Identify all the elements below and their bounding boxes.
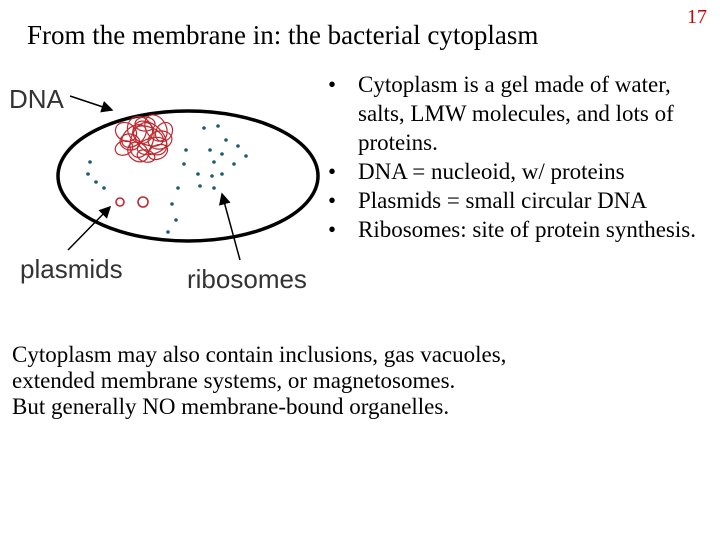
ribosome-dot: [244, 154, 248, 158]
bullet-text: DNA = nucleoid, w/ proteins: [358, 159, 625, 184]
ribosome-dot: [176, 186, 180, 190]
dna-loop: [129, 122, 155, 158]
ribosome-dot: [220, 152, 224, 156]
plasmid-group: [115, 196, 149, 208]
bullet-list: • Cytoplasm is a gel made of water, salts…: [323, 70, 715, 244]
ribosome-dot: [196, 172, 200, 176]
ribosome-dot: [212, 186, 216, 190]
dna-loop: [147, 143, 169, 161]
ribosome-dot: [94, 180, 98, 184]
ribosome-dot: [102, 186, 106, 190]
bacterial-cell-diagram: DNA plasmids ribosomes: [0, 70, 330, 310]
dna-loop: [154, 121, 174, 143]
slide-number: 17: [687, 6, 707, 28]
body-line: But generally NO membrane-bound organell…: [12, 394, 450, 419]
bullet-dot: •: [328, 188, 337, 213]
bullet-dot: •: [328, 72, 337, 97]
ribosome-dot: [88, 160, 92, 164]
plasmids-label: plasmids: [20, 254, 123, 284]
bullet-item: • DNA = nucleoid, w/ proteins: [323, 157, 715, 186]
cell-membrane: [56, 109, 320, 243]
ribosome-dot: [210, 174, 214, 178]
ribosome-group: [86, 124, 248, 234]
plasmids-arrow: [67, 205, 112, 251]
bullet-dot: •: [328, 217, 337, 242]
ribosome-dot: [232, 162, 236, 166]
dna-loop: [132, 120, 168, 156]
plasmid-circle: [115, 197, 125, 207]
ribosome-dot: [224, 138, 228, 142]
ribosome-dot: [202, 126, 206, 130]
ribosome-dot: [236, 144, 240, 148]
ribosome-dot: [166, 230, 170, 234]
ribosome-dot: [170, 202, 174, 206]
bullet-text: Cytoplasm is a gel made of water, salts,…: [358, 72, 674, 155]
bullet-text: Ribosomes: site of protein synthesis.: [358, 217, 696, 242]
ribosome-dot: [212, 160, 216, 164]
ribosome-dot: [86, 172, 90, 176]
dna-loop: [114, 140, 134, 156]
body-paragraph: Cytoplasm may also contain inclusions, g…: [12, 342, 712, 420]
dna-coil: [114, 114, 174, 163]
dna-arrow: [69, 95, 114, 113]
bullet-item: • Ribosomes: site of protein synthesis.: [323, 215, 715, 244]
ribosome-dot: [216, 124, 220, 128]
dna-loop: [147, 130, 173, 150]
dna-loop: [121, 124, 147, 148]
bullet-dot: •: [328, 159, 337, 184]
ribosomes-arrow: [218, 192, 241, 261]
plasmid-circle: [137, 196, 149, 208]
body-line: extended membrane systems, or magnetosom…: [12, 368, 456, 393]
ribosome-dot: [182, 162, 186, 166]
ribosome-dot: [198, 184, 202, 188]
body-line: Cytoplasm may also contain inclusions, g…: [12, 342, 507, 367]
ribosome-dot: [184, 148, 188, 152]
dna-loop: [136, 149, 156, 163]
bullet-text: Plasmids = small circular DNA: [358, 188, 647, 213]
slide-title: From the membrane in: the bacterial cyto…: [27, 20, 539, 50]
bullet-item: • Plasmids = small circular DNA: [323, 186, 715, 215]
dna-label: DNA: [9, 84, 64, 114]
bullet-item: • Cytoplasm is a gel made of water, salts…: [323, 70, 715, 157]
cell-illustration: [56, 95, 320, 261]
ribosomes-label: ribosomes: [187, 264, 307, 294]
ribosome-dot: [174, 218, 178, 222]
ribosome-dot: [208, 148, 212, 152]
ribosome-dot: [220, 172, 224, 176]
